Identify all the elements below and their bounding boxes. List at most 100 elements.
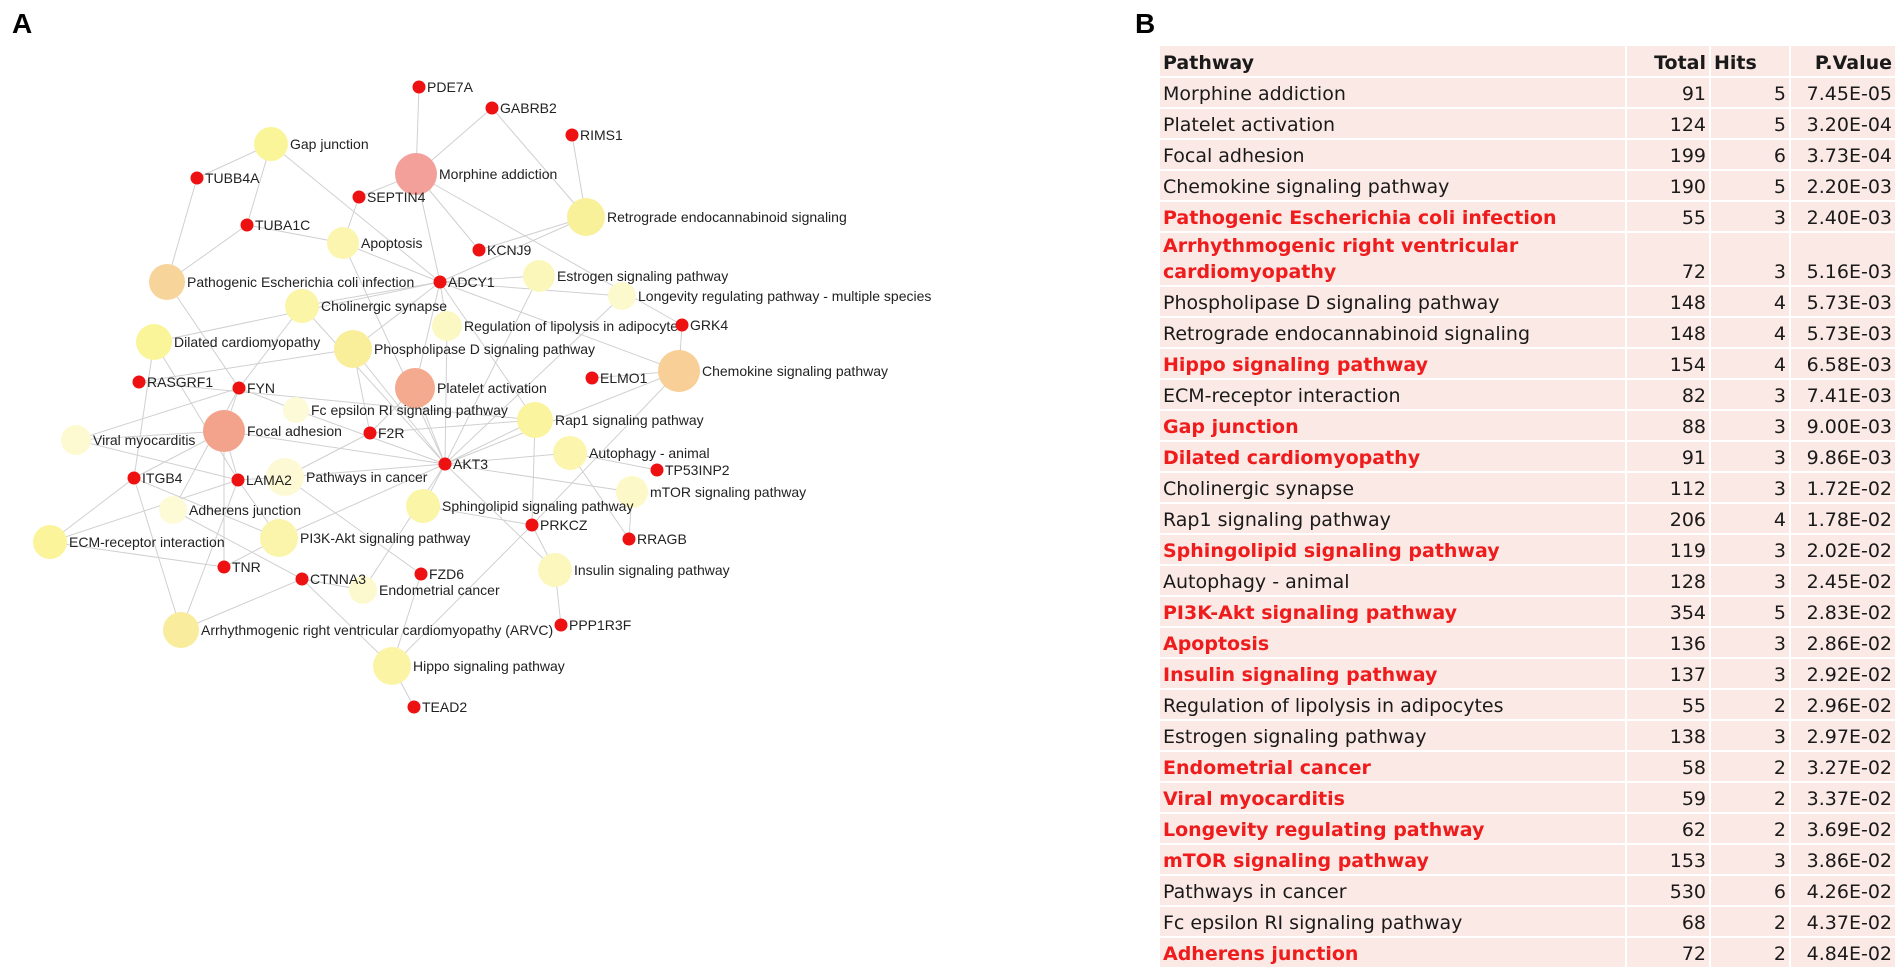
gene-node: KCNJ9 [472,242,532,258]
gene-node-dot [554,618,568,632]
gene-node-dot [295,572,309,586]
cell-pvalue: 3.69E-02 [1790,813,1897,845]
pathway-node-label: Gap junction [290,136,369,152]
cell-total: 124 [1626,108,1711,140]
network-edge [569,452,630,540]
pathway-node: Arrhythmogenic right ventricular cardiom… [163,612,553,648]
cell-pathway: Autophagy - animal [1160,565,1627,597]
cell-total: 68 [1626,906,1711,938]
pathway-node-label: Regulation of lipolysis in adipocytes [464,318,685,334]
cell-pvalue: 2.92E-02 [1790,658,1897,690]
pathway-node-circle [406,489,440,523]
cell-total: 138 [1626,720,1711,752]
pathway-node: Platelet activation [395,368,547,408]
pathway-node-label: Phospholipase D signaling pathway [374,341,595,357]
cell-pathway: Platelet activation [1160,108,1627,140]
cell-pathway: Dilated cardiomyopathy [1160,441,1627,473]
cell-pvalue: 3.73E-04 [1790,139,1897,171]
cell-pathway: Retrograde endocannabinoid signaling [1160,317,1627,349]
gene-node-label: F2R [378,425,404,441]
network-edge [133,477,280,539]
pathway-node-label: Platelet activation [437,380,547,396]
cell-total: 530 [1626,875,1711,907]
cell-total: 128 [1626,565,1711,597]
cell-hits: 2 [1710,906,1791,938]
pathway-node-circle [260,519,298,557]
network-edge [246,224,344,244]
cell-pathway: Estrogen signaling pathway [1160,720,1627,752]
cell-pvalue: 2.83E-02 [1790,596,1897,628]
gene-node-label: SEPTIN4 [367,189,426,205]
network-edge [172,387,240,511]
pathway-node-circle [608,282,636,310]
cell-pathway: Pathways in cancer [1160,875,1627,907]
cell-total: 59 [1626,782,1711,814]
pathway-node-circle [254,127,288,161]
cell-pvalue: 4.26E-02 [1790,875,1897,907]
pathway-node: PI3K-Akt signaling pathway [260,519,470,557]
pathway-node: Gap junction [254,127,369,161]
cell-pvalue: 2.96E-02 [1790,689,1897,721]
cell-pvalue: 3.37E-02 [1790,782,1897,814]
cell-hits: 6 [1710,875,1791,907]
network-edge [444,295,623,465]
cell-total: 136 [1626,627,1711,659]
cell-hits: 3 [1710,844,1791,876]
pathway-node: Morphine addiction [395,153,557,195]
cell-pvalue: 9.00E-03 [1790,410,1897,442]
gene-node-label: TP53INP2 [665,462,730,478]
cell-pathway: Longevity regulating pathway [1160,813,1627,845]
network-edges [49,86,683,708]
cell-hits: 5 [1710,596,1791,628]
cell-pvalue: 9.86E-03 [1790,441,1897,473]
gene-node-label: PDE7A [427,79,474,95]
gene-node: F2R [363,425,404,441]
network-edge [49,477,135,543]
pathway-node-label: Estrogen signaling pathway [557,268,728,284]
cell-total: 55 [1626,201,1711,233]
gene-node: RIMS1 [565,127,623,143]
network-edge [444,275,540,465]
gene-node-dot [127,471,141,485]
network-edge [369,419,536,434]
pathway-enrichment-table: Pathway Total Hits P.Value Morphine addi… [1160,46,1897,969]
network-edge [238,305,303,389]
gene-node-label: LAMA2 [246,472,292,488]
cell-pathway: Morphine addiction [1160,77,1627,109]
pathway-node-circle [538,553,572,587]
cell-pvalue: 5.73E-03 [1790,317,1897,349]
network-edge [301,281,441,307]
cell-pathway: Fc epsilon RI signaling pathway [1160,906,1627,938]
gene-node-label: RRAGB [637,531,687,547]
gene-node-label: AKT3 [453,456,488,472]
gene-node: TUBB4A [190,170,260,186]
gene-node-dot [352,190,366,204]
cell-total: 82 [1626,379,1711,411]
network-edge [444,325,448,465]
pathway-node: Cholinergic synapse [285,289,447,323]
cell-pvalue: 7.41E-03 [1790,379,1897,411]
pathway-node-circle [327,227,359,259]
pathway-node-circle [567,198,605,236]
cell-pvalue: 4.37E-02 [1790,906,1897,938]
panel-label-b: B [1135,8,1156,39]
cell-total: 112 [1626,472,1711,504]
cell-total: 153 [1626,844,1711,876]
gene-node-dot [240,218,254,232]
cell-pvalue: 4.84E-02 [1790,937,1897,969]
network-edge [284,463,446,478]
gene-node: FZD6 [414,566,464,582]
pathway-node-label: mTOR signaling pathway [650,484,806,500]
cell-total: 206 [1626,503,1711,535]
network-edge [75,430,225,441]
cell-total: 88 [1626,410,1711,442]
pathway-node-label: Adherens junction [189,502,301,518]
network-edge [444,463,633,493]
table-row: Arrhythmogenic right ventricular cardiom… [1160,232,1897,287]
cell-total: 62 [1626,813,1711,845]
